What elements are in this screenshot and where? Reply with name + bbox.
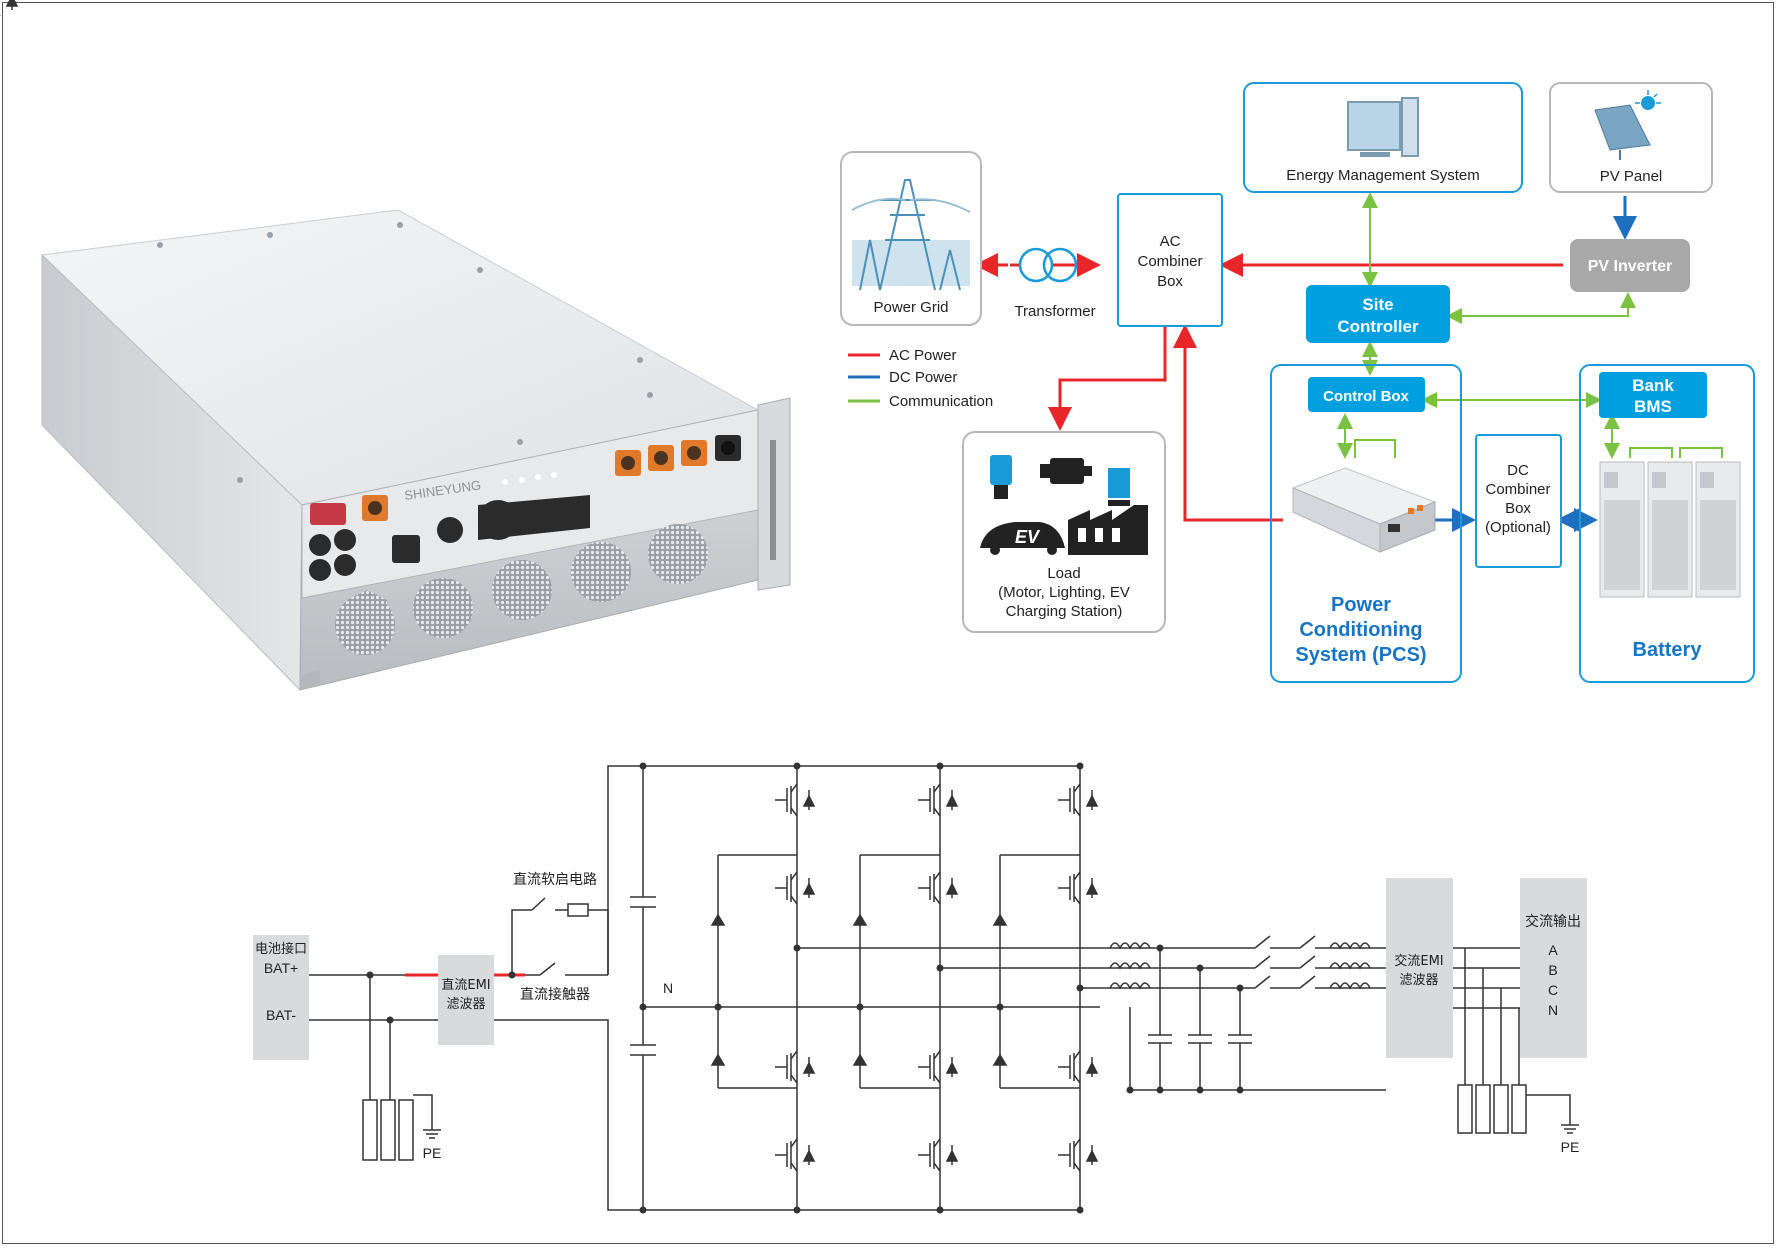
power-grid-label: Power Grid [873, 299, 948, 316]
dc-emi-line2: 滤波器 [446, 997, 485, 1012]
ac-combiner-line3: Box [1157, 273, 1183, 290]
load-line2: (Motor, Lighting, EV [998, 584, 1130, 601]
ac-emi-line2: 滤波器 [1399, 973, 1438, 988]
site-controller-node: Site Controller [1306, 285, 1450, 343]
dc-emi-line1: 直流EMI [441, 978, 490, 993]
ac-combiner-line2: Combiner [1137, 253, 1202, 270]
legend-comm: Communication [889, 393, 993, 410]
power-tower-icon [851, 179, 971, 291]
phase-b-label: B [1548, 962, 1557, 978]
ac-emi-line1: 交流EMI [1394, 953, 1443, 969]
ac-contactors [1255, 945, 1315, 991]
battery-port-label: 电池接口 [255, 941, 307, 957]
pv-panel-label: PV Panel [1600, 168, 1663, 185]
dc-combiner-line2: Combiner [1485, 481, 1550, 498]
ac-power-lines [974, 253, 1563, 522]
site-controller-line1: Site [1362, 295, 1393, 314]
motor-icon [1040, 458, 1092, 484]
load-node: EV Load (Motor, Lighting, EV Charging St… [962, 431, 1166, 633]
pe-label-ac: PE [1561, 1139, 1580, 1155]
energy-management-system-node: Energy Management System [1243, 82, 1523, 193]
soft-start-label: 直流软启电路 [513, 871, 597, 888]
ac-output-label: 交流输出 [1525, 913, 1581, 930]
circuit-diagram [0, 0, 1587, 1214]
neutral-label: N [663, 980, 673, 996]
ev-car-icon: EV [980, 522, 1065, 555]
ac-combiner-line1: AC [1160, 233, 1181, 250]
igbt-switches [0, 0, 1098, 1172]
bat-pos-label: BAT+ [264, 960, 298, 976]
dc-combiner-line4: (Optional) [1485, 519, 1551, 536]
bulb-icon [990, 455, 1012, 499]
transformer-label: Transformer [1014, 303, 1095, 320]
pcs-label-line1: Power [1331, 594, 1391, 616]
pcs-mini-icon [1291, 467, 1437, 553]
load-line1: Load [1047, 565, 1080, 582]
bridge-leg-3 [992, 766, 1081, 1210]
bridge-leg-2 [852, 766, 941, 1210]
site-controller-line2: Controller [1337, 317, 1419, 336]
transformer-icon: Transformer [1014, 247, 1096, 320]
communication-lines [1337, 192, 1723, 459]
legend: AC Power DC Power Communication [848, 347, 993, 410]
pv-panel-node: PV Panel [1549, 82, 1713, 193]
phase-c-label: C [1548, 982, 1558, 998]
load-line3: Charging Station) [1006, 603, 1123, 620]
dc-power-lines [1435, 196, 1637, 532]
phase-n-label: N [1548, 1002, 1558, 1018]
power-grid-node: Power Grid [840, 151, 982, 326]
bank-bms-line1: Bank [1632, 376, 1674, 395]
circuit-labels: 电池接口 BAT+ BAT- 直流EMI 滤波器 直流软启电路 直流接触器 N … [255, 871, 1581, 1161]
bank-bms-line2: BMS [1634, 397, 1672, 416]
bridge-leg-1 [710, 766, 798, 1210]
ac-combiner-box: AC Combiner Box [1117, 193, 1223, 327]
svg-text:EV: EV [1015, 527, 1041, 547]
phase-a-label: A [1548, 942, 1558, 958]
inductors [1109, 942, 1371, 990]
pcs-label-line2: Conditioning [1299, 619, 1422, 641]
legend-dc: DC Power [889, 369, 957, 386]
dc-combiner-line1: DC [1507, 462, 1529, 479]
factory-icon [1068, 505, 1148, 555]
dc-contactor-label: 直流接触器 [520, 986, 590, 1003]
pcs-node: Control Box Power Conditioning System (P… [1270, 364, 1462, 683]
dc-combiner-line3: Box [1505, 500, 1531, 517]
computer-icon [1347, 97, 1419, 157]
battery-node: Bank BMS Battery [1579, 364, 1755, 683]
legend-ac: AC Power [889, 347, 957, 364]
pcs-label-line3: System (PCS) [1295, 644, 1426, 666]
battery-stack-icon [1108, 468, 1130, 506]
dc-combiner-box: DC Combiner Box (Optional) [1475, 434, 1562, 568]
pe-label-dc: PE [423, 1145, 442, 1161]
bat-neg-label: BAT- [266, 1007, 296, 1023]
pv-inverter-node: PV Inverter [1570, 239, 1690, 292]
battery-rack-icon [1599, 461, 1741, 598]
control-box-label: Control Box [1323, 388, 1409, 405]
pcs-cabinet-icon: SHINEYUNG [40, 209, 791, 692]
solar-panel-icon [1594, 90, 1661, 160]
battery-label: Battery [1633, 639, 1703, 661]
pv-inverter-label: PV Inverter [1588, 258, 1672, 275]
ems-label: Energy Management System [1286, 167, 1479, 184]
